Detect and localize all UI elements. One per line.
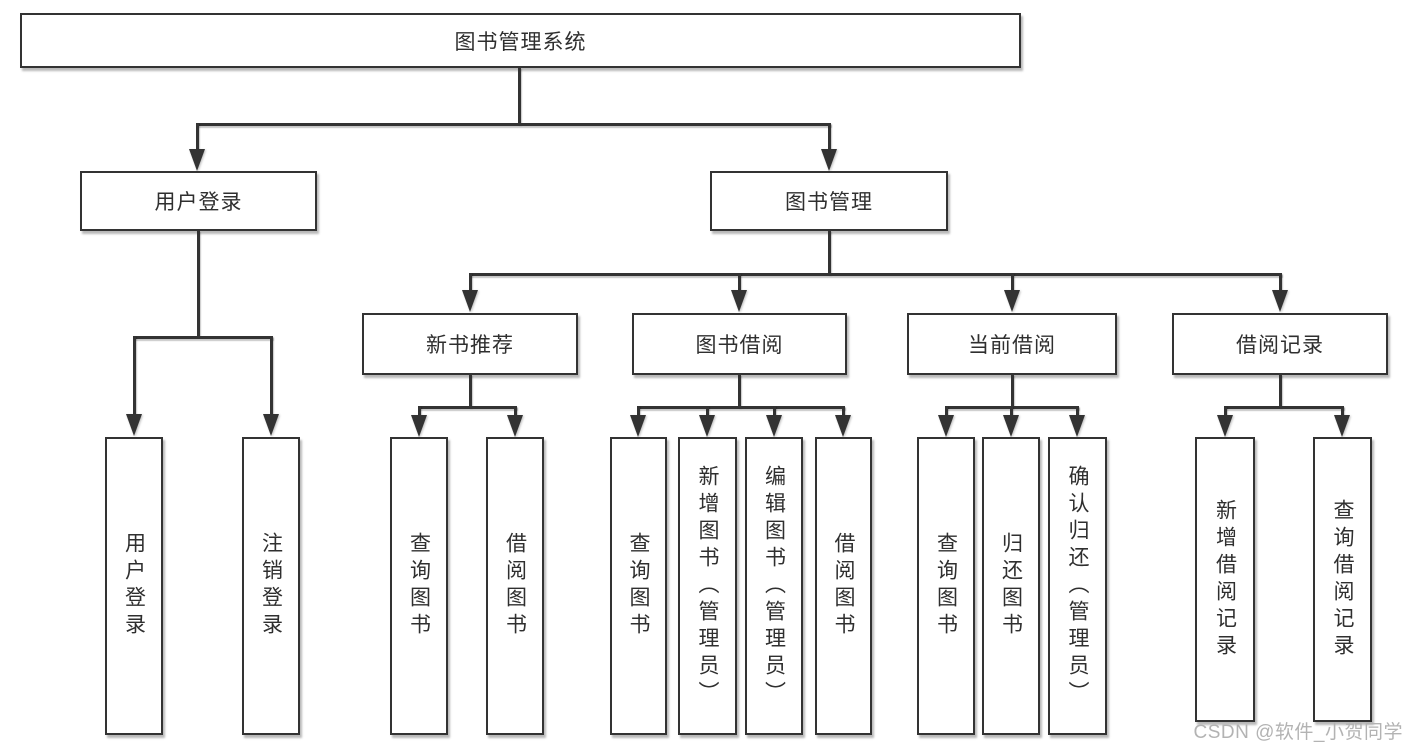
connector-hline: [196, 123, 831, 126]
connector-vline: [1010, 406, 1013, 417]
connector-hline: [1224, 406, 1344, 409]
connector-vline: [738, 273, 741, 292]
leaf-add-books-admin: 新增图书（管理员）: [678, 437, 737, 735]
connector-vline: [197, 231, 200, 337]
connector-vline: [773, 406, 776, 417]
connector-vline: [1011, 375, 1014, 408]
leaf-label: 借阅图书: [503, 532, 527, 640]
leaf-label: 查询图书: [407, 532, 431, 640]
arrow-down-icon: [462, 290, 478, 312]
leaf-return-books: 归还图书: [982, 437, 1040, 735]
leaf-label: 确认归还（管理员）: [1066, 464, 1089, 708]
arrow-down-icon: [1334, 415, 1350, 437]
connector-vline: [518, 68, 521, 125]
leaf-query-borrow-record: 查询借阅记录: [1313, 437, 1372, 722]
leaf-edit-books-admin: 编辑图书（管理员）: [745, 437, 803, 735]
leaf-label: 归还图书: [999, 532, 1023, 640]
arrow-down-icon: [731, 290, 747, 312]
arrow-down-icon: [507, 415, 523, 437]
connector-hline: [637, 406, 845, 409]
connector-vline: [637, 406, 640, 417]
arrow-down-icon: [1004, 290, 1020, 312]
leaf-label: 查询图书: [934, 532, 958, 640]
connector-vline: [1279, 375, 1282, 408]
leaf-label: 新增图书（管理员）: [696, 464, 719, 708]
leaf-label: 查询借阅记录: [1331, 498, 1354, 661]
leaf-label: 编辑图书（管理员）: [762, 464, 786, 708]
leaf-label: 注销登录: [259, 532, 283, 640]
node-root: 图书管理系统: [20, 13, 1021, 68]
leaf-query-books: 查询图书: [917, 437, 975, 735]
leaf-query-books: 查询图书: [610, 437, 667, 735]
connector-vline: [1279, 273, 1282, 292]
arrow-down-icon: [630, 415, 646, 437]
connector-vline: [469, 273, 472, 292]
connector-vline: [196, 123, 199, 152]
connector-vline: [1341, 406, 1344, 417]
arrow-down-icon: [766, 415, 782, 437]
connector-vline: [1011, 273, 1014, 292]
leaf-add-borrow-record: 新增借阅记录: [1195, 437, 1255, 722]
leaf-user-login: 用户登录: [105, 437, 163, 735]
connector-vline: [1076, 406, 1079, 417]
leaf-label: 查询图书: [627, 532, 650, 640]
connector-vline: [828, 123, 831, 152]
connector-vline: [1224, 406, 1227, 417]
connector-hline: [418, 406, 517, 409]
connector-vline: [945, 406, 948, 417]
node-borrowing-records: 借阅记录: [1172, 313, 1388, 375]
connector-vline: [514, 406, 517, 417]
arrow-down-icon: [1272, 290, 1288, 312]
leaf-confirm-return-admin: 确认归还（管理员）: [1048, 437, 1107, 735]
watermark: CSDN @软件_小贺同学: [1193, 722, 1403, 743]
leaf-label: 用户登录: [122, 532, 146, 640]
arrow-down-icon: [1069, 415, 1085, 437]
node-book-borrowing: 图书借阅: [632, 313, 847, 375]
connector-vline: [842, 406, 845, 417]
connector-vline: [469, 375, 472, 408]
connector-hline: [469, 273, 1282, 276]
leaf-query-books: 查询图书: [390, 437, 448, 735]
connector-hline: [133, 336, 273, 339]
connector-vline: [828, 231, 831, 275]
leaf-logout: 注销登录: [242, 437, 300, 735]
node-new-book-recommendation: 新书推荐: [362, 313, 578, 375]
arrow-down-icon: [126, 414, 142, 436]
connector-vline: [706, 406, 709, 417]
arrow-down-icon: [263, 414, 279, 436]
leaf-borrow-books: 借阅图书: [815, 437, 872, 735]
connector-vline: [738, 375, 741, 408]
arrow-down-icon: [699, 415, 715, 437]
node-current-borrowing: 当前借阅: [907, 313, 1117, 375]
leaf-label: 新增借阅记录: [1213, 498, 1237, 661]
node-book-management: 图书管理: [710, 171, 948, 231]
node-user-login: 用户登录: [80, 171, 317, 231]
connector-vline: [418, 406, 421, 417]
connector-vline: [133, 336, 136, 416]
arrow-down-icon: [189, 149, 205, 171]
leaf-borrow-books: 借阅图书: [486, 437, 544, 735]
connector-vline: [270, 336, 273, 416]
arrow-down-icon: [1003, 415, 1019, 437]
leaf-label: 借阅图书: [832, 532, 855, 640]
arrow-down-icon: [411, 415, 427, 437]
arrow-down-icon: [821, 149, 837, 171]
arrow-down-icon: [835, 415, 851, 437]
arrow-down-icon: [938, 415, 954, 437]
arrow-down-icon: [1217, 415, 1233, 437]
